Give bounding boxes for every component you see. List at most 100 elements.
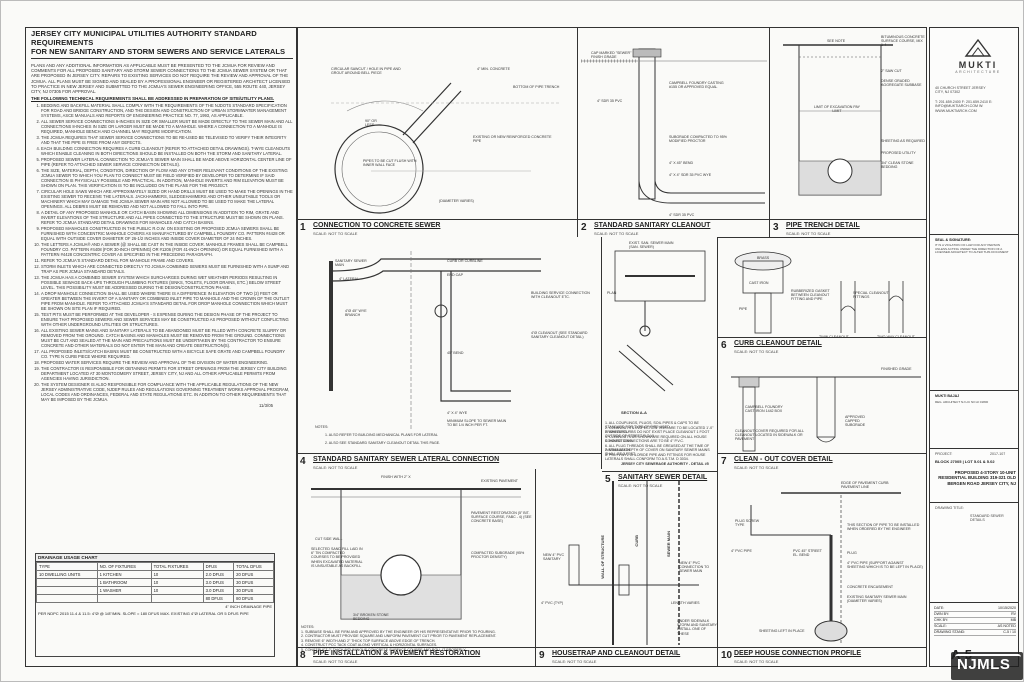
label: 2. CLEANOUTS & INSPECTION TEES ARE TO BE… xyxy=(605,425,714,434)
label: 4" SDR 35 PVC xyxy=(669,213,695,217)
detail-number: 9 xyxy=(539,650,545,661)
detail-caption-3: 3 PIPE TRENCH DETAIL SCALE: NOT TO SCALE xyxy=(770,219,927,237)
table-row: 1 BATHROOM 10 3.0 DFUS 30 DFUS xyxy=(36,578,274,587)
block-lot: Block 27005 | Lot 5.01 & 5.02 xyxy=(935,459,995,464)
label: FINISH WITH 2" X xyxy=(381,475,411,479)
detail-caption-2: 2 STANDARD SANITARY CLEANOUT SCALE: NOT … xyxy=(578,219,769,237)
column-divider xyxy=(717,469,718,667)
detail-title: DEEP HOUSE CONNECTION PROFILE xyxy=(734,650,862,657)
label: CAST IRON xyxy=(749,281,769,285)
table-cell: 1 WASHER xyxy=(96,586,152,595)
info-key: SCALE: xyxy=(934,624,947,628)
label: 1. ALL COUPLINGS, PLUGS, SOIL PIPES & CA… xyxy=(605,421,699,430)
label: CURB OR CURBLINE xyxy=(447,259,483,263)
spec-item: ALL EXISTING SEWER MAINS AND SANITARY LA… xyxy=(41,328,293,348)
table-cell: 3.0 DFUS xyxy=(202,578,235,587)
detail-number: 5 xyxy=(605,474,611,485)
label: COMPACTED SUBGRADE (95% PROCTOR DENSITY) xyxy=(471,551,525,560)
project-code: 2017-107 xyxy=(990,452,1006,456)
label: WALL OF STRUCTURE xyxy=(600,535,605,579)
detail-scale: SCALE: NOT TO SCALE xyxy=(618,483,663,488)
label: PROPOSED UTILITY xyxy=(881,151,916,155)
table-cell xyxy=(150,594,204,603)
table-cell: 30 DFUS xyxy=(233,586,274,595)
label: SPECIAL CLEANOUT FITTINGS xyxy=(853,291,889,300)
detail-caption-6: 6 CURB CLEANOUT DETAIL SCALE: NOT TO SCA… xyxy=(718,337,927,355)
column-divider xyxy=(535,469,536,667)
label: 4" X 45° BEND xyxy=(669,161,694,165)
label: PLAN xyxy=(607,291,617,295)
label: 3. REMOVE 6" WIDTH AND 2" THICK TOP SURF… xyxy=(301,638,436,643)
architect-name: MUKTI BAJAJ xyxy=(935,394,960,398)
label: BITUMINOUS CONCRETE SURFACE COURSE, MIX … xyxy=(881,35,925,48)
info-value: C-5 / 10 xyxy=(1003,630,1016,634)
detail-scale: SCALE: NOT TO SCALE xyxy=(734,659,779,664)
spec-item: THE JCMUA HAS A COMBINED SEWER SYSTEM WH… xyxy=(41,275,293,290)
label: EXIST. SAN. SEWER MAIN (SAN. SEWER) xyxy=(629,241,674,250)
label: 8. POLYVINYL CHLORIDE PIPE AND FITTINGS … xyxy=(605,452,706,461)
table-header-row: TYPE NO. OF FIXTURES TOTAL FIXTURES DFUS… xyxy=(36,562,274,571)
label: 3/4" CLEAN STONE BEDDING xyxy=(881,161,914,170)
detail-caption-9: 9 HOUSETRAP AND CLEANOUT DETAIL SCALE: N… xyxy=(536,647,718,665)
column-divider xyxy=(717,237,718,469)
detail-title: SANITARY SEWER DETAIL xyxy=(618,474,708,481)
label: CIRCULAR SAWCUT / HOLE IN PIPE AND GROUT… xyxy=(331,67,401,76)
info-key: DWN BY: xyxy=(934,612,950,616)
detail-scale: SCALE: NOT TO SCALE xyxy=(552,659,597,664)
title-block: MUKTI ARCHITECTURE 40 CHURCH STREET JERS… xyxy=(929,27,1019,667)
info-key: CHK BY: xyxy=(934,618,949,622)
label: EXISTING SANITARY SEWER MAIN (DIAMETER V… xyxy=(847,595,907,604)
label: RUBBERIZED GASKET BETWEEN CLEANOUT FITTI… xyxy=(791,289,830,302)
table-cell: 1 BATHROOM xyxy=(96,578,152,587)
divider xyxy=(930,234,1018,235)
company-logo: MUKTI ARCHITECTURE xyxy=(948,36,1008,74)
spec-title-line1: JERSEY CITY MUNICIPAL UTILITIES AUTHORIT… xyxy=(31,29,257,47)
label: LIMIT OF EXCAVATION PAY LIMIT xyxy=(813,105,861,114)
info-row: DATE:10/15/2020 xyxy=(934,606,1016,612)
detail-number: 7 xyxy=(721,456,727,467)
table-row: 10 DWELLING UNITS 1 KITCHEN 10 2.0 DFUS … xyxy=(36,570,274,579)
spec-list-header: THE FOLLOWING TECHNICAL REQUIREMENTS SHA… xyxy=(31,96,275,102)
detail-scale: SCALE: NOT TO SCALE xyxy=(734,349,779,354)
table-row: 1 WASHER 10 3.0 DFUS 30 DFUS xyxy=(36,586,274,595)
label: CAP MARKED "SEWER" FINISH GRADE xyxy=(591,51,632,60)
info-row: DWN BY: RV xyxy=(934,612,1016,618)
label: BOTTOM OF PIPE TRENCH xyxy=(513,85,560,89)
column-divider xyxy=(769,27,770,237)
connection-to-concrete-sewer-drawing xyxy=(331,82,561,214)
spec-item: THE SIZE, MATERIAL, DEPTH, CONDITION, DI… xyxy=(41,168,293,188)
info-row: DRAWING STAND:C-5 / 10 xyxy=(934,630,1016,636)
brand-name: MUKTI xyxy=(958,60,998,70)
label: 4. CLEANOUTS AS SHOWN ARE REQUIRED ON AL… xyxy=(605,434,707,443)
label: 4"Ø CLEANOUT (SEE STANDARD SANITARY CLEA… xyxy=(531,331,588,340)
info-key: DATE: xyxy=(934,606,945,610)
label: NEW 4" PVC CONNECTION TO SEWER MAIN xyxy=(679,561,710,574)
detail-number: 3 xyxy=(773,222,779,233)
detail-caption-1: 1 CONNECTION TO CONCRETE SEWER SCALE: NO… xyxy=(297,219,578,237)
drainage-footer: PER NDPC 2015 11.4 & 11.5: 4"Ø @ 1/8"/MI… xyxy=(38,611,249,616)
info-row: SCALE:AS NOTED xyxy=(934,624,1016,630)
label: 6. ALL PLUG THREADS SHALL BE GREASED AT … xyxy=(605,443,710,452)
info-value: RV xyxy=(1011,612,1016,616)
label: PAVEMENT RESTORATION (5" BIT. SURFACE CO… xyxy=(471,511,532,524)
label: 1. SUBBASE SHALL BE FIRM AND APPROVED BY… xyxy=(301,629,496,634)
label: CAMPBELL FOUNDRY CAST-IRON 1442 BOX xyxy=(745,405,783,414)
detail-title: CLEAN - OUT COVER DETAIL xyxy=(734,456,833,463)
label: 4"Ø 45° WYE BRANCH xyxy=(345,309,367,318)
detail-scale: SCALE: NOT TO SCALE xyxy=(313,659,358,664)
seal-note: IT IS A VIOLATION OF LAW FOR ANY PERSON … xyxy=(935,243,1009,255)
label: SUBGRADE COMPACTED TO 95% MODIFIED PROCT… xyxy=(669,135,727,144)
clean-out-cover-detail-drawing xyxy=(731,376,921,452)
detail-number: 4 xyxy=(300,456,306,467)
column-divider xyxy=(601,237,602,469)
detail-scale: SCALE: NOT TO SCALE xyxy=(786,231,831,236)
drainage-caption: DRAINAGE USAGE CHART xyxy=(36,554,274,562)
table-cell xyxy=(36,578,98,587)
detail-title: CONNECTION TO CONCRETE SEWER xyxy=(313,222,441,229)
table-cell: 1 KITCHEN xyxy=(96,570,152,579)
label: 4" X 4" WYE xyxy=(447,411,468,415)
label: BRASS xyxy=(757,256,770,260)
table-cell: 10 xyxy=(150,578,204,587)
label: CAMPBELL FOUNDRY CASTING #155 OR APPROVE… xyxy=(669,81,724,90)
